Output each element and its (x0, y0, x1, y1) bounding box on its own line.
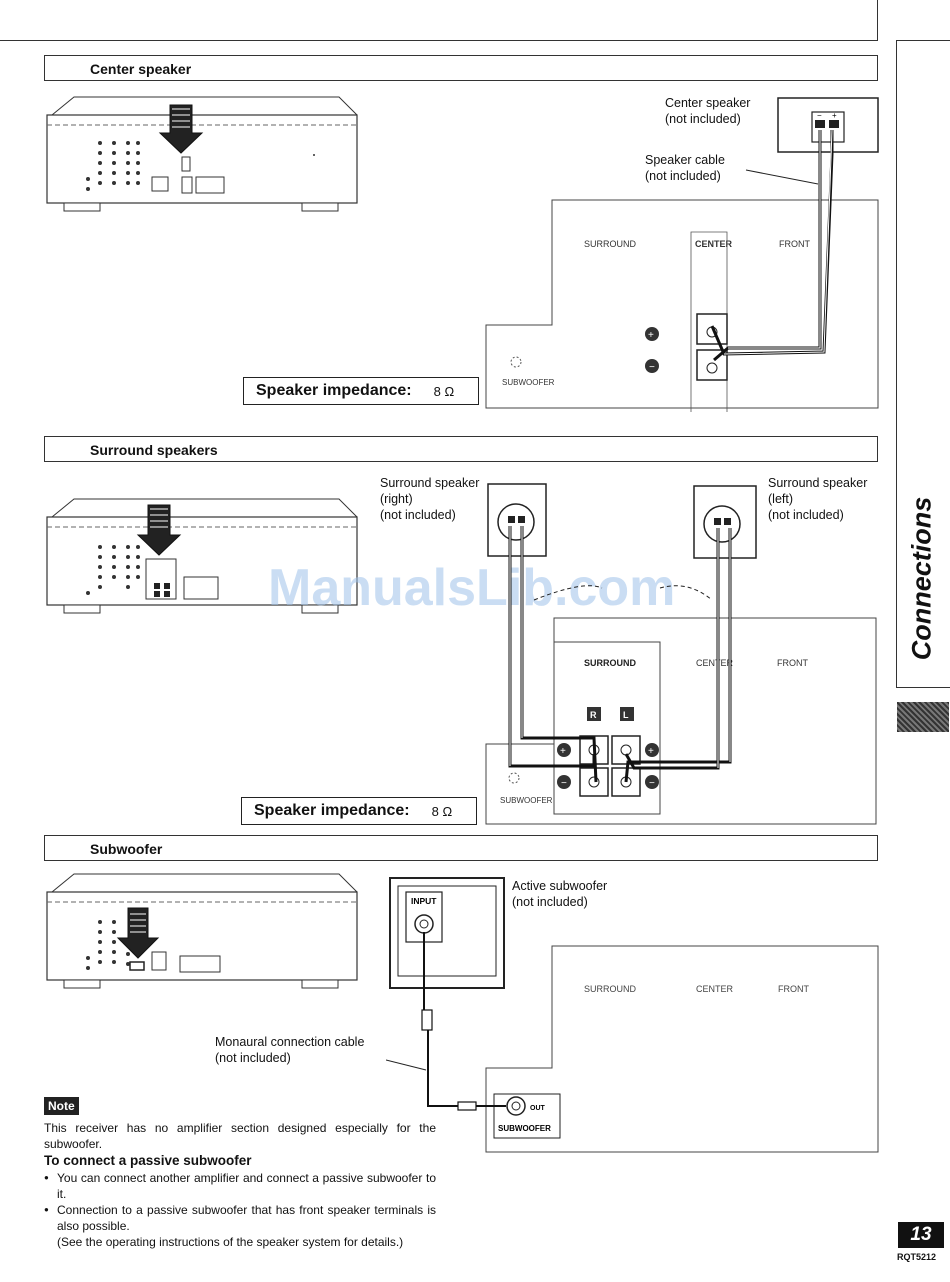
bullet-item: You can connect another amplifier and co… (44, 1170, 436, 1202)
impedance-box-center: Speaker impedance:8 Ω (243, 377, 479, 405)
svg-text:+: + (648, 330, 654, 341)
svg-text:−: − (649, 362, 655, 373)
panel-label-input: INPUT (411, 896, 437, 906)
watermark: ManualsLib.com (268, 559, 676, 617)
svg-text:CENTER: CENTER (696, 658, 734, 668)
passive-subwoofer-bullets: You can connect another amplifier and co… (44, 1170, 436, 1250)
note-text: This receiver has no amplifier section d… (44, 1121, 436, 1151)
center-speaker-label: Center speaker(not included) (665, 96, 751, 126)
svg-text:−: − (817, 111, 822, 120)
svg-text:+: + (560, 746, 566, 757)
panel-label-out: OUT (530, 1105, 546, 1112)
receiver-rear-illustration-center (46, 96, 358, 212)
svg-text:FRONT: FRONT (778, 984, 809, 994)
svg-text:CENTER: CENTER (696, 984, 734, 994)
surround-speaker-wiring-diagram: SURROUND CENTER FRONT R L + − + − SUBWOO… (485, 483, 877, 825)
sidebar-frame (896, 40, 950, 688)
subwoofer-wiring-diagram: INPUT SURROUND CENTER FRONT OUT SUBWOOFE… (386, 877, 879, 1153)
top-rule (0, 40, 878, 41)
section-header-center: Center speaker (44, 55, 878, 81)
section-header-subwoofer: Subwoofer (44, 835, 878, 861)
sidebar-title: Connections (906, 496, 937, 660)
svg-text:+: + (648, 746, 654, 757)
panel-label-subwoofer: SUBWOOFER (502, 378, 555, 387)
center-speaker-wiring-diagram: SURROUND CENTER FRONT + − SUBWOOFER − + (485, 97, 879, 412)
impedance-box-surround: Speaker impedance:8 Ω (241, 797, 477, 825)
document-code: RQT5212 (897, 1252, 937, 1262)
section-header-surround: Surround speakers (44, 436, 878, 462)
svg-text:+: + (832, 111, 837, 120)
bullet-item: Connection to a passive subwoofer that h… (44, 1202, 436, 1250)
panel-label-surround: SURROUND (584, 239, 637, 249)
page-number: 13 (898, 1222, 944, 1248)
svg-text:SUBWOOFER: SUBWOOFER (498, 1124, 551, 1133)
svg-text:SURROUND: SURROUND (584, 658, 637, 668)
monaural-cable-label: Monaural connection cable(not included) (215, 1035, 365, 1065)
svg-text:SUBWOOFER: SUBWOOFER (500, 796, 553, 805)
top-vertical-rule (877, 0, 878, 40)
panel-label-front: FRONT (779, 239, 810, 249)
svg-text:L: L (623, 710, 629, 720)
surround-left-label: Surround speaker(left)(not included) (768, 476, 868, 522)
svg-text:SURROUND: SURROUND (584, 984, 637, 994)
sidebar-decorative-block (897, 702, 949, 732)
svg-text:−: − (649, 778, 655, 789)
svg-text:−: − (561, 778, 567, 789)
active-subwoofer-label: Active subwoofer(not included) (512, 879, 608, 909)
panel-label-center: CENTER (695, 239, 733, 249)
surround-right-label: Surround speaker(right)(not included) (380, 476, 480, 522)
svg-text:FRONT: FRONT (777, 658, 808, 668)
receiver-rear-illustration-subwoofer (46, 873, 358, 989)
receiver-rear-illustration-surround (46, 498, 358, 614)
passive-subwoofer-title: To connect a passive subwoofer (44, 1153, 252, 1168)
svg-text:R: R (590, 710, 597, 720)
speaker-cable-label: Speaker cable(not included) (645, 153, 725, 183)
note-badge: Note (44, 1097, 79, 1115)
